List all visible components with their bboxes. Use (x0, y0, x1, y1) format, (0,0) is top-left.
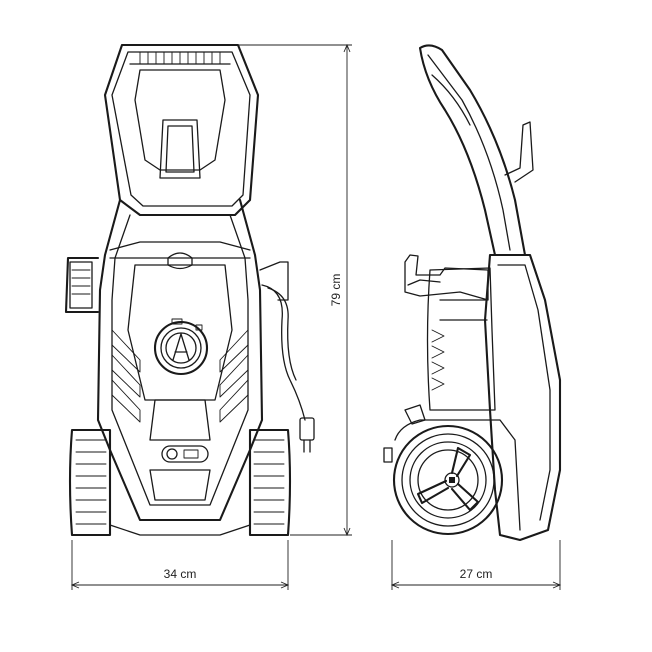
width-dimension-label: 34 cm (164, 567, 197, 581)
power-switch (161, 445, 209, 463)
depth-dimension-label: 27 cm (460, 567, 493, 581)
front-handle (103, 43, 260, 217)
side-wheel (392, 419, 521, 536)
height-dimension-label: 79 cm (329, 274, 343, 307)
front-left-wheel (68, 428, 112, 537)
side-view (383, 44, 562, 542)
dimension-lines (70, 43, 562, 590)
front-view (64, 43, 315, 537)
front-right-hook-cable (259, 261, 315, 453)
front-body (96, 198, 264, 522)
front-right-wheel (248, 428, 292, 537)
left-vents (111, 329, 141, 423)
right-vents (219, 329, 249, 423)
side-body (383, 253, 562, 542)
pressure-dial (153, 318, 209, 376)
side-handle (418, 44, 534, 257)
front-left-holder (64, 256, 100, 314)
